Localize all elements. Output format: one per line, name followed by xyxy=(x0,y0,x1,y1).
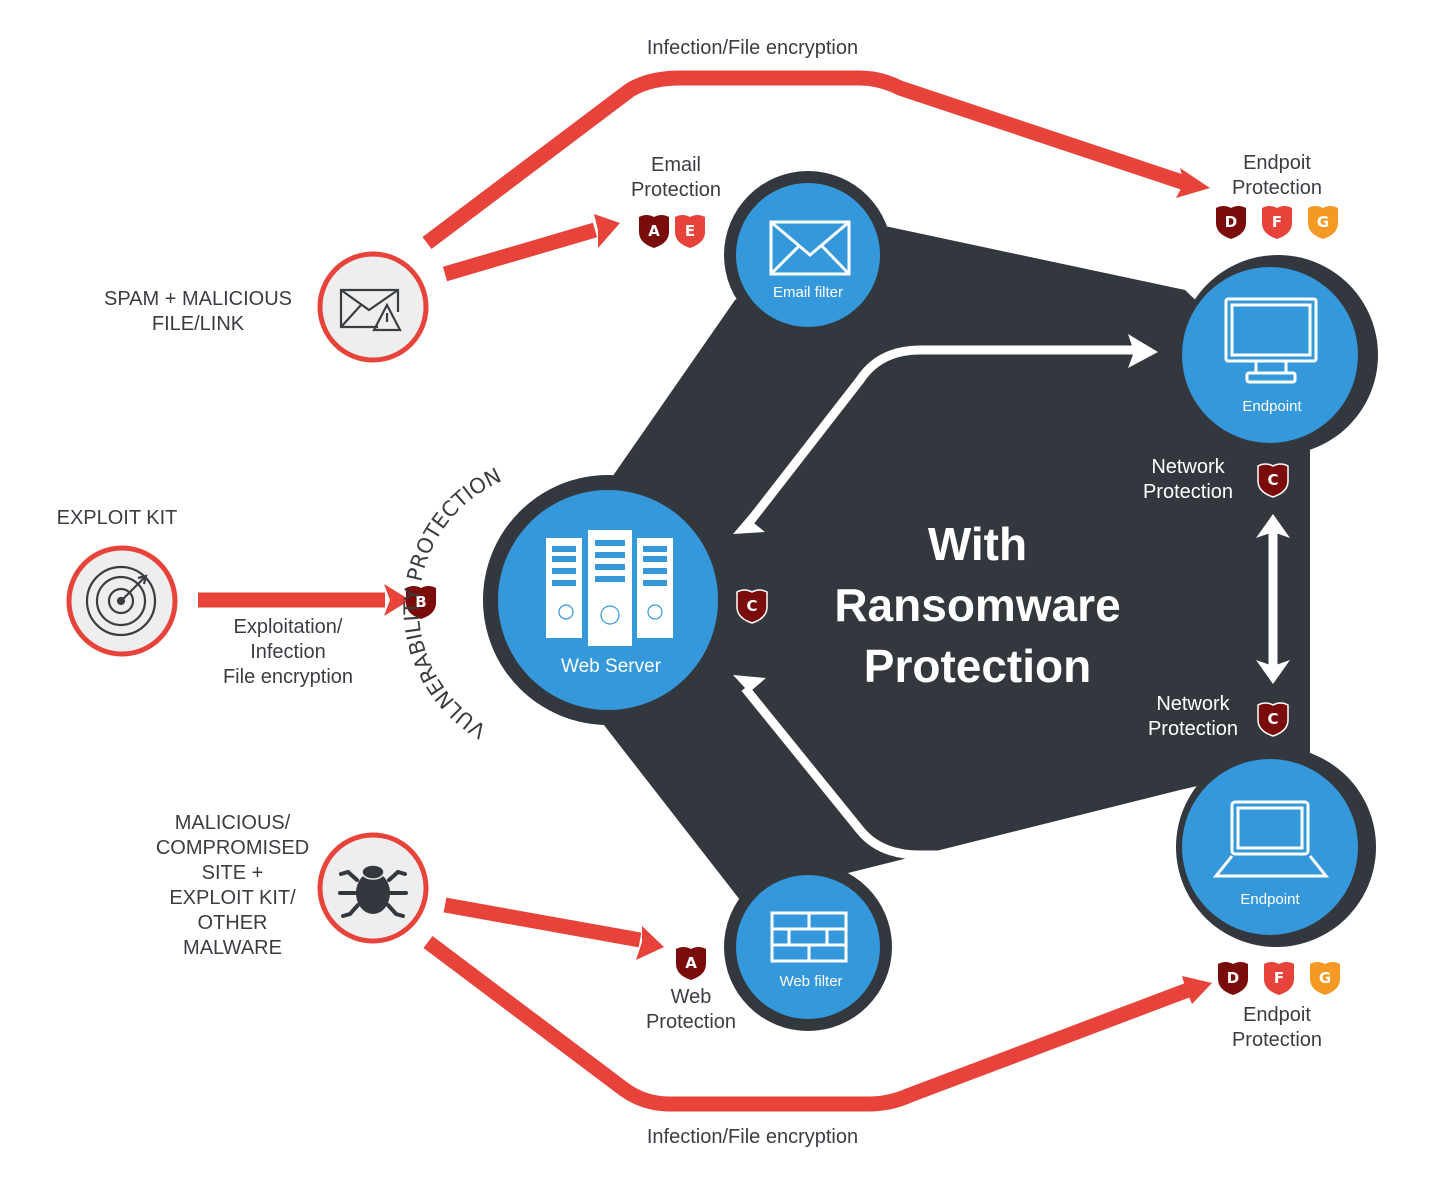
shield-letter: D xyxy=(1227,969,1239,987)
shield-network_bottom-c-icon: C xyxy=(1257,702,1289,737)
flow-bottom-label: Infection/File encryption xyxy=(646,1126,859,1148)
threat-exploit-label: EXPLOIT KIT xyxy=(56,507,178,529)
shield-letter: F xyxy=(1274,969,1284,987)
shield-email-e-icon: E xyxy=(675,215,705,248)
endpoint-top-label: Endpoint xyxy=(1242,398,1302,415)
threat-malicious-site-label: MALICIOUS/ COMPROMISED SITE + EXPLOIT KI… xyxy=(155,812,310,959)
shield-endpoint_bottom-g-icon: G xyxy=(1310,962,1340,995)
shield-letter: F xyxy=(1272,213,1282,231)
web-filter-label: Web filter xyxy=(779,973,843,990)
internal-flow-arrows xyxy=(741,345,1278,860)
protection-shields: A E D F G D F G C C A B C xyxy=(406,206,1340,995)
shield-endpoint_bottom-d-icon: D xyxy=(1218,962,1248,995)
web-server-label: Web Server xyxy=(561,656,661,677)
flow-exploit-label: Exploitation/ Infection File encryption xyxy=(222,616,354,688)
threat-exploit[interactable] xyxy=(66,545,178,657)
arrow-site-web xyxy=(443,897,642,948)
arrow-webserver-endpoint-top xyxy=(741,345,1135,531)
arrow-spam-endpoint xyxy=(422,70,1188,249)
shield-letter: A xyxy=(648,222,660,240)
shield-endpoint_bottom-f-icon: F xyxy=(1264,962,1294,995)
shield-server-c-icon: C xyxy=(736,589,768,624)
shield-email-a-icon: A xyxy=(639,215,669,248)
endpoint-top-protection-label: Endpoit Protection xyxy=(1231,152,1323,199)
network-protection-top-label: Network Protection xyxy=(1142,456,1234,503)
web-protection-label: Web Protection xyxy=(645,986,737,1033)
bug-icon xyxy=(338,864,408,918)
shield-web-a-icon: A xyxy=(676,947,706,980)
shield-letter: C xyxy=(746,597,757,615)
email-protection-label: Email Protection xyxy=(630,154,722,201)
arrow-spam-email xyxy=(442,222,598,282)
shield-letter: D xyxy=(1225,213,1237,231)
target-icon xyxy=(85,565,157,637)
threat-arrowheads xyxy=(384,168,1212,1004)
monitor-icon xyxy=(1224,297,1318,384)
shield-endpoint_top-g-icon: G xyxy=(1308,206,1338,239)
threat-spam[interactable] xyxy=(317,251,429,363)
email-filter-label: Email filter xyxy=(772,284,843,301)
shield-letter: C xyxy=(1267,710,1278,728)
arrow-webserver-endpoint-bottom xyxy=(741,685,1135,860)
shield-letter: B xyxy=(415,593,426,611)
envelope-icon xyxy=(769,220,851,276)
shield-endpoint_top-d-icon: D xyxy=(1216,206,1246,239)
shield-letter: A xyxy=(685,954,697,972)
arrow-site-endpoint xyxy=(423,936,1191,1112)
laptop-icon xyxy=(1212,800,1330,878)
internal-arrowheads xyxy=(733,334,1290,873)
shield-letter: E xyxy=(685,222,695,240)
shield-letter: G xyxy=(1317,213,1329,231)
threat-spam-label: SPAM + MALICIOUS FILE/LINK xyxy=(103,288,292,335)
endpoint-bottom-protection-label: Endpoit Protection xyxy=(1231,1004,1323,1051)
threat-malicious-site[interactable] xyxy=(317,832,429,944)
threat-flow-arrows xyxy=(198,70,1191,1112)
shield-letter: C xyxy=(1267,471,1278,489)
shield-endpoint_top-f-icon: F xyxy=(1262,206,1292,239)
shield-network_top-c-icon: C xyxy=(1257,463,1289,498)
shield-vulnerability-b-icon: B xyxy=(406,586,436,619)
network-protection-bottom-label: Network Protection xyxy=(1147,693,1239,740)
diagram-title: With Ransomware Protection xyxy=(834,518,1121,692)
server-icon xyxy=(546,530,673,646)
brick-wall-icon xyxy=(770,911,848,963)
envelope-warning-icon xyxy=(339,288,402,332)
flow-top-label: Infection/File encryption xyxy=(646,37,859,59)
endpoint-bottom-label: Endpoint xyxy=(1240,891,1300,908)
shield-letter: G xyxy=(1319,969,1331,987)
